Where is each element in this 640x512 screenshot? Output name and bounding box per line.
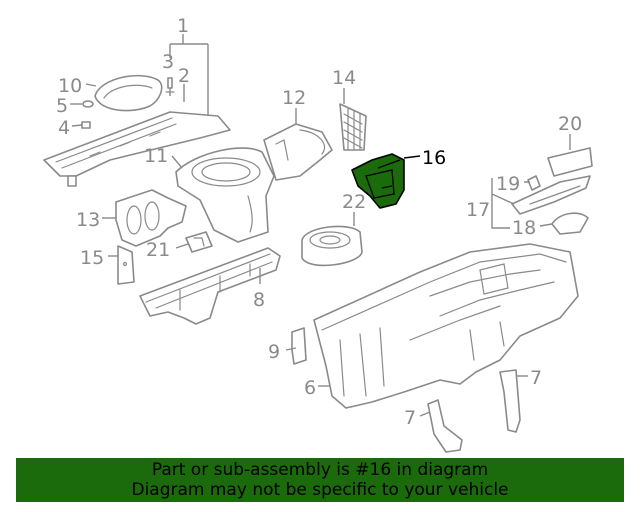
callout-9: 9	[268, 341, 280, 363]
callout-3: 3	[162, 51, 174, 73]
part-6-carrier	[313, 243, 579, 409]
callout-1: 1	[177, 15, 189, 37]
part-19-clip	[527, 175, 541, 191]
part-4-screw	[81, 121, 91, 129]
callout-7-right: 7	[530, 367, 542, 389]
part-10-cover	[94, 74, 163, 112]
part-9-bracket	[291, 327, 307, 365]
part-16-bracket	[351, 153, 405, 209]
callout-17: 17	[466, 199, 490, 221]
callout-13: 13	[76, 209, 100, 231]
callout-11: 11	[144, 145, 168, 167]
part-14-grille	[339, 103, 367, 151]
part-12-bezel	[263, 123, 333, 181]
part-1-upper-panel	[43, 111, 231, 187]
part-18-trim	[551, 212, 589, 235]
banner-line-2: Diagram may not be specific to your vehi…	[131, 480, 509, 500]
callout-15: 15	[80, 247, 104, 269]
banner-line-1: Part or sub-assembly is #16 in diagram	[151, 460, 489, 480]
part-22-speaker	[301, 225, 363, 267]
part-21-bracket	[185, 231, 213, 253]
callout-6: 6	[304, 377, 316, 399]
notice-banner: Part or sub-assembly is #16 in diagram D…	[16, 458, 624, 502]
callout-8: 8	[253, 289, 265, 311]
part-7-bracket-lower	[427, 399, 463, 453]
callout-18: 18	[512, 217, 536, 239]
part-20-trim	[547, 147, 593, 177]
callout-19: 19	[496, 173, 520, 195]
part-8-crossbeam	[139, 247, 281, 325]
callout-7-lower: 7	[404, 407, 416, 429]
callout-10: 10	[58, 75, 82, 97]
callout-12: 12	[282, 87, 306, 109]
part-15-endcap	[117, 245, 135, 285]
callout-labels: 1 3 2 10 5 4 11 12 14 16 13 15 21 22 8 9…	[56, 15, 582, 429]
callout-16: 16	[422, 147, 446, 169]
callout-14: 14	[332, 67, 356, 89]
part-7-bracket-right	[499, 369, 521, 433]
part-11-top-cover	[175, 147, 275, 243]
part-5-screw	[82, 100, 94, 108]
callout-2: 2	[178, 65, 190, 87]
callout-22: 22	[342, 191, 366, 213]
callout-5: 5	[56, 95, 68, 117]
callout-21: 21	[146, 239, 170, 261]
leader-lines	[70, 34, 571, 417]
part-17-trim	[511, 175, 591, 215]
callout-20: 20	[558, 113, 582, 135]
callout-4: 4	[58, 117, 70, 139]
part-13-vent	[115, 189, 187, 247]
